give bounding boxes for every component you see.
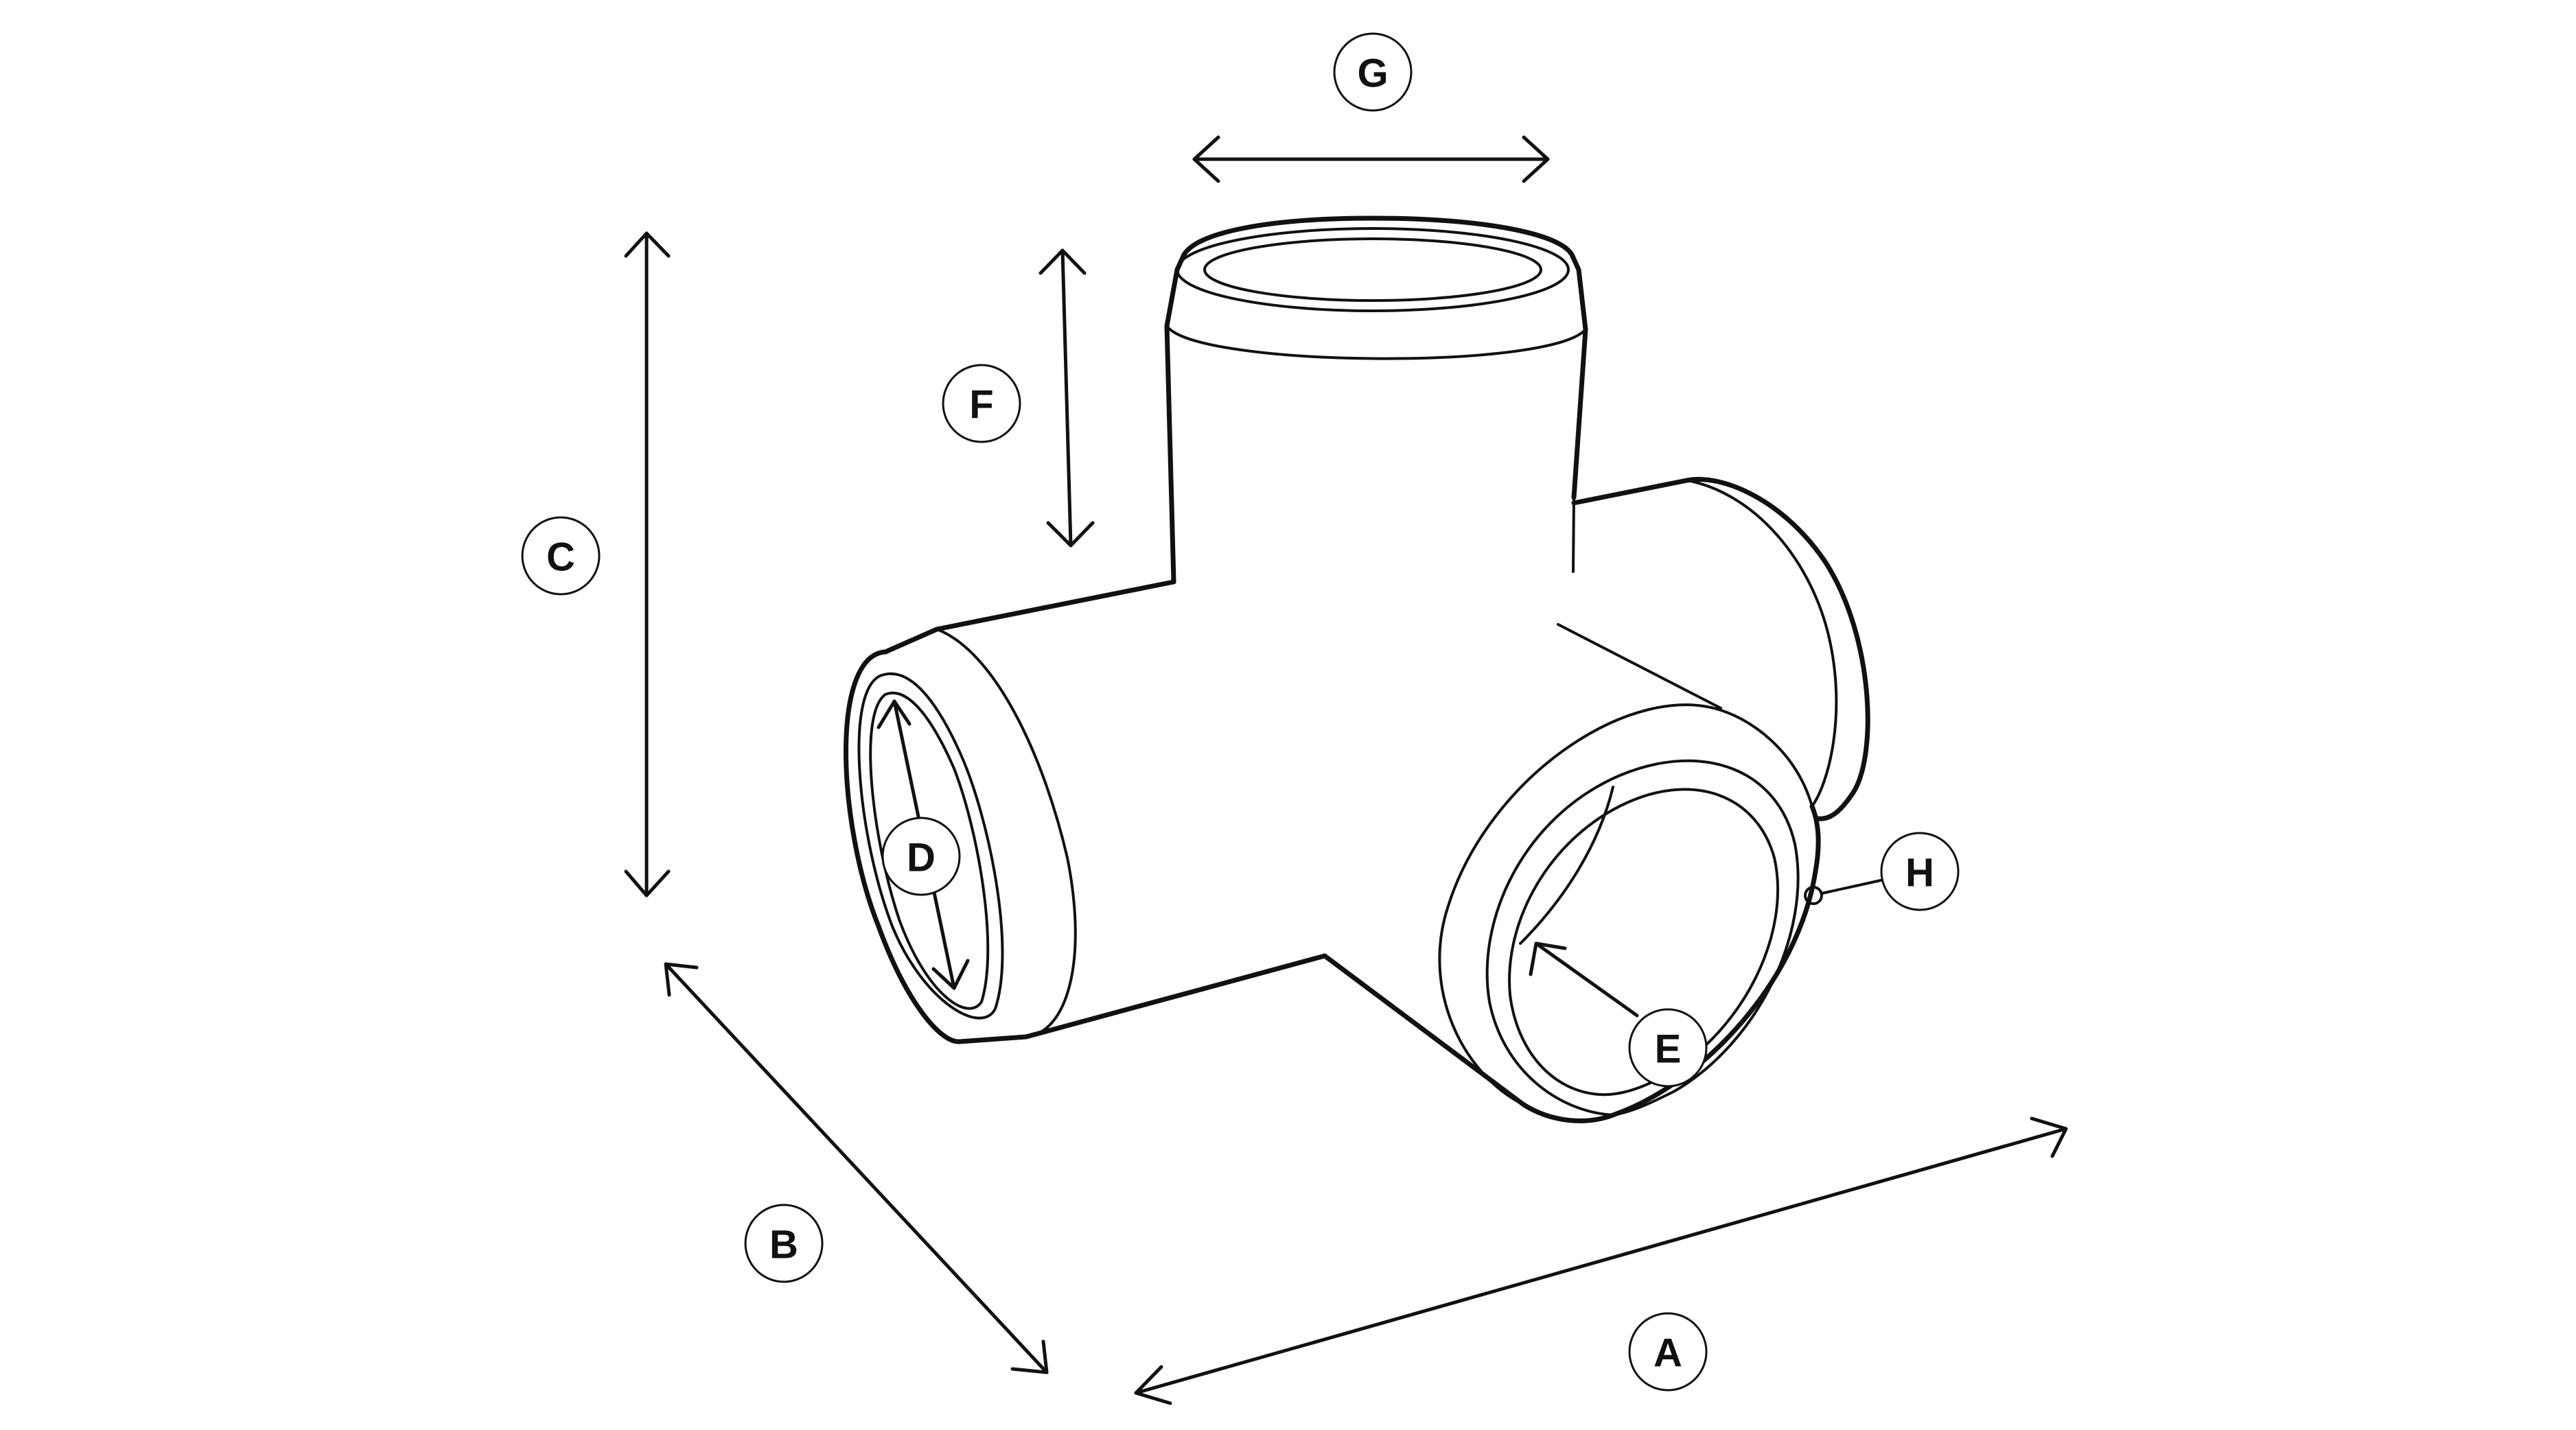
top-socket-right-lower bbox=[1572, 496, 1575, 573]
front-socket-inner-bore bbox=[1519, 786, 1614, 945]
front-socket bbox=[1322, 703, 1821, 1123]
callout-g-label: G bbox=[1357, 51, 1388, 96]
left-socket-outer-face bbox=[844, 649, 962, 1044]
callout-f-circle bbox=[942, 364, 1021, 443]
callout-f-label: F bbox=[969, 383, 993, 427]
callout-d-label: D bbox=[907, 836, 936, 880]
dimension-e-head bbox=[1529, 941, 1567, 976]
dimension-g-head-left bbox=[1192, 135, 1220, 183]
fitting-body bbox=[844, 215, 1870, 1123]
dimension-e-line bbox=[1534, 941, 1639, 1018]
callout-h-label: H bbox=[1905, 851, 1934, 895]
top-socket-rim-left bbox=[1164, 267, 1180, 329]
top-socket-collar bbox=[1165, 325, 1587, 360]
dimension-lines bbox=[624, 135, 2068, 1405]
dimension-f-head-bottom bbox=[1046, 521, 1095, 548]
callout-d: D bbox=[881, 817, 961, 896]
dimension-b-head-top bbox=[664, 962, 699, 997]
left-socket-cap-top bbox=[883, 626, 940, 655]
left-branch-top-edge bbox=[934, 579, 1176, 632]
callout-c-label: C bbox=[546, 535, 575, 580]
dimension-h-leader bbox=[1804, 879, 1882, 905]
dimension-h-point bbox=[1804, 886, 1823, 905]
dimension-h-line bbox=[1820, 879, 1882, 895]
callout-b-circle bbox=[744, 1204, 824, 1283]
left-socket-collar bbox=[936, 628, 1077, 1038]
dimension-e-arrow bbox=[1529, 941, 1639, 1018]
front-socket-rim-face bbox=[1485, 759, 1800, 1116]
callout-b: B bbox=[744, 1204, 824, 1283]
top-socket-outer-ellipse bbox=[1176, 227, 1570, 312]
right-branch-top-edge bbox=[1571, 478, 1690, 506]
dimension-a-arrow bbox=[1134, 1116, 2068, 1405]
callout-a-circle bbox=[1628, 1312, 1708, 1392]
top-socket bbox=[1164, 215, 1588, 585]
callout-a-label: A bbox=[1653, 1331, 1682, 1376]
dimension-b-arrow bbox=[664, 962, 1049, 1374]
dimension-g-head-right bbox=[1522, 135, 1550, 183]
callout-f: F bbox=[942, 364, 1021, 443]
dimension-b-head-bottom bbox=[1010, 1339, 1049, 1374]
top-socket-inner-ellipse bbox=[1203, 237, 1542, 302]
callout-h-circle bbox=[1880, 832, 1960, 911]
dimension-b-line bbox=[664, 962, 1049, 1374]
dimension-f-line bbox=[1060, 248, 1073, 548]
callout-b-label: B bbox=[769, 1223, 798, 1267]
right-branch-shadow-line bbox=[1557, 623, 1722, 710]
callout-a: A bbox=[1628, 1312, 1708, 1392]
callout-c: C bbox=[521, 516, 601, 596]
front-socket-collar bbox=[1438, 703, 1813, 1106]
dimension-a-head-left bbox=[1134, 1365, 1172, 1405]
right-socket-collar bbox=[1686, 479, 1838, 808]
dimension-c-arrow bbox=[624, 231, 671, 898]
dimension-d-head-bottom bbox=[931, 959, 970, 990]
callout-h: H bbox=[1880, 832, 1960, 911]
dimension-d-head-top bbox=[877, 699, 912, 729]
dimension-f-arrow bbox=[1038, 248, 1095, 548]
callout-e: E bbox=[1628, 1008, 1708, 1088]
callout-c-circle bbox=[521, 516, 601, 596]
dimension-c-head-bottom bbox=[624, 869, 671, 898]
callout-e-circle bbox=[1628, 1008, 1708, 1088]
callout-g-circle bbox=[1333, 32, 1413, 112]
dimension-c-head-top bbox=[624, 231, 671, 258]
left-socket-cap-bottom bbox=[957, 1034, 1029, 1044]
callout-d-circle bbox=[881, 817, 961, 896]
dimension-a-line bbox=[1134, 1127, 2068, 1395]
right-socket-outer-rim bbox=[1684, 477, 1870, 821]
dimension-g-arrow bbox=[1192, 135, 1550, 183]
dimension-f-head-top bbox=[1038, 248, 1087, 275]
top-socket-rim-outline bbox=[1174, 215, 1588, 332]
left-branch bbox=[844, 579, 1327, 1044]
left-branch-bottom-edge bbox=[1023, 953, 1327, 1040]
dimension-a-head-right bbox=[2030, 1116, 2068, 1158]
top-socket-left-side bbox=[1164, 323, 1176, 585]
right-branch bbox=[1557, 477, 1870, 821]
left-socket-inner-ring-outer bbox=[857, 672, 1004, 1020]
callout-g: G bbox=[1333, 32, 1413, 112]
front-socket-outer-rim bbox=[1521, 804, 1821, 1123]
left-socket-inner-ring-inner bbox=[869, 692, 990, 1010]
callout-e-label: E bbox=[1655, 1027, 1682, 1072]
top-socket-right-side bbox=[1571, 327, 1588, 500]
